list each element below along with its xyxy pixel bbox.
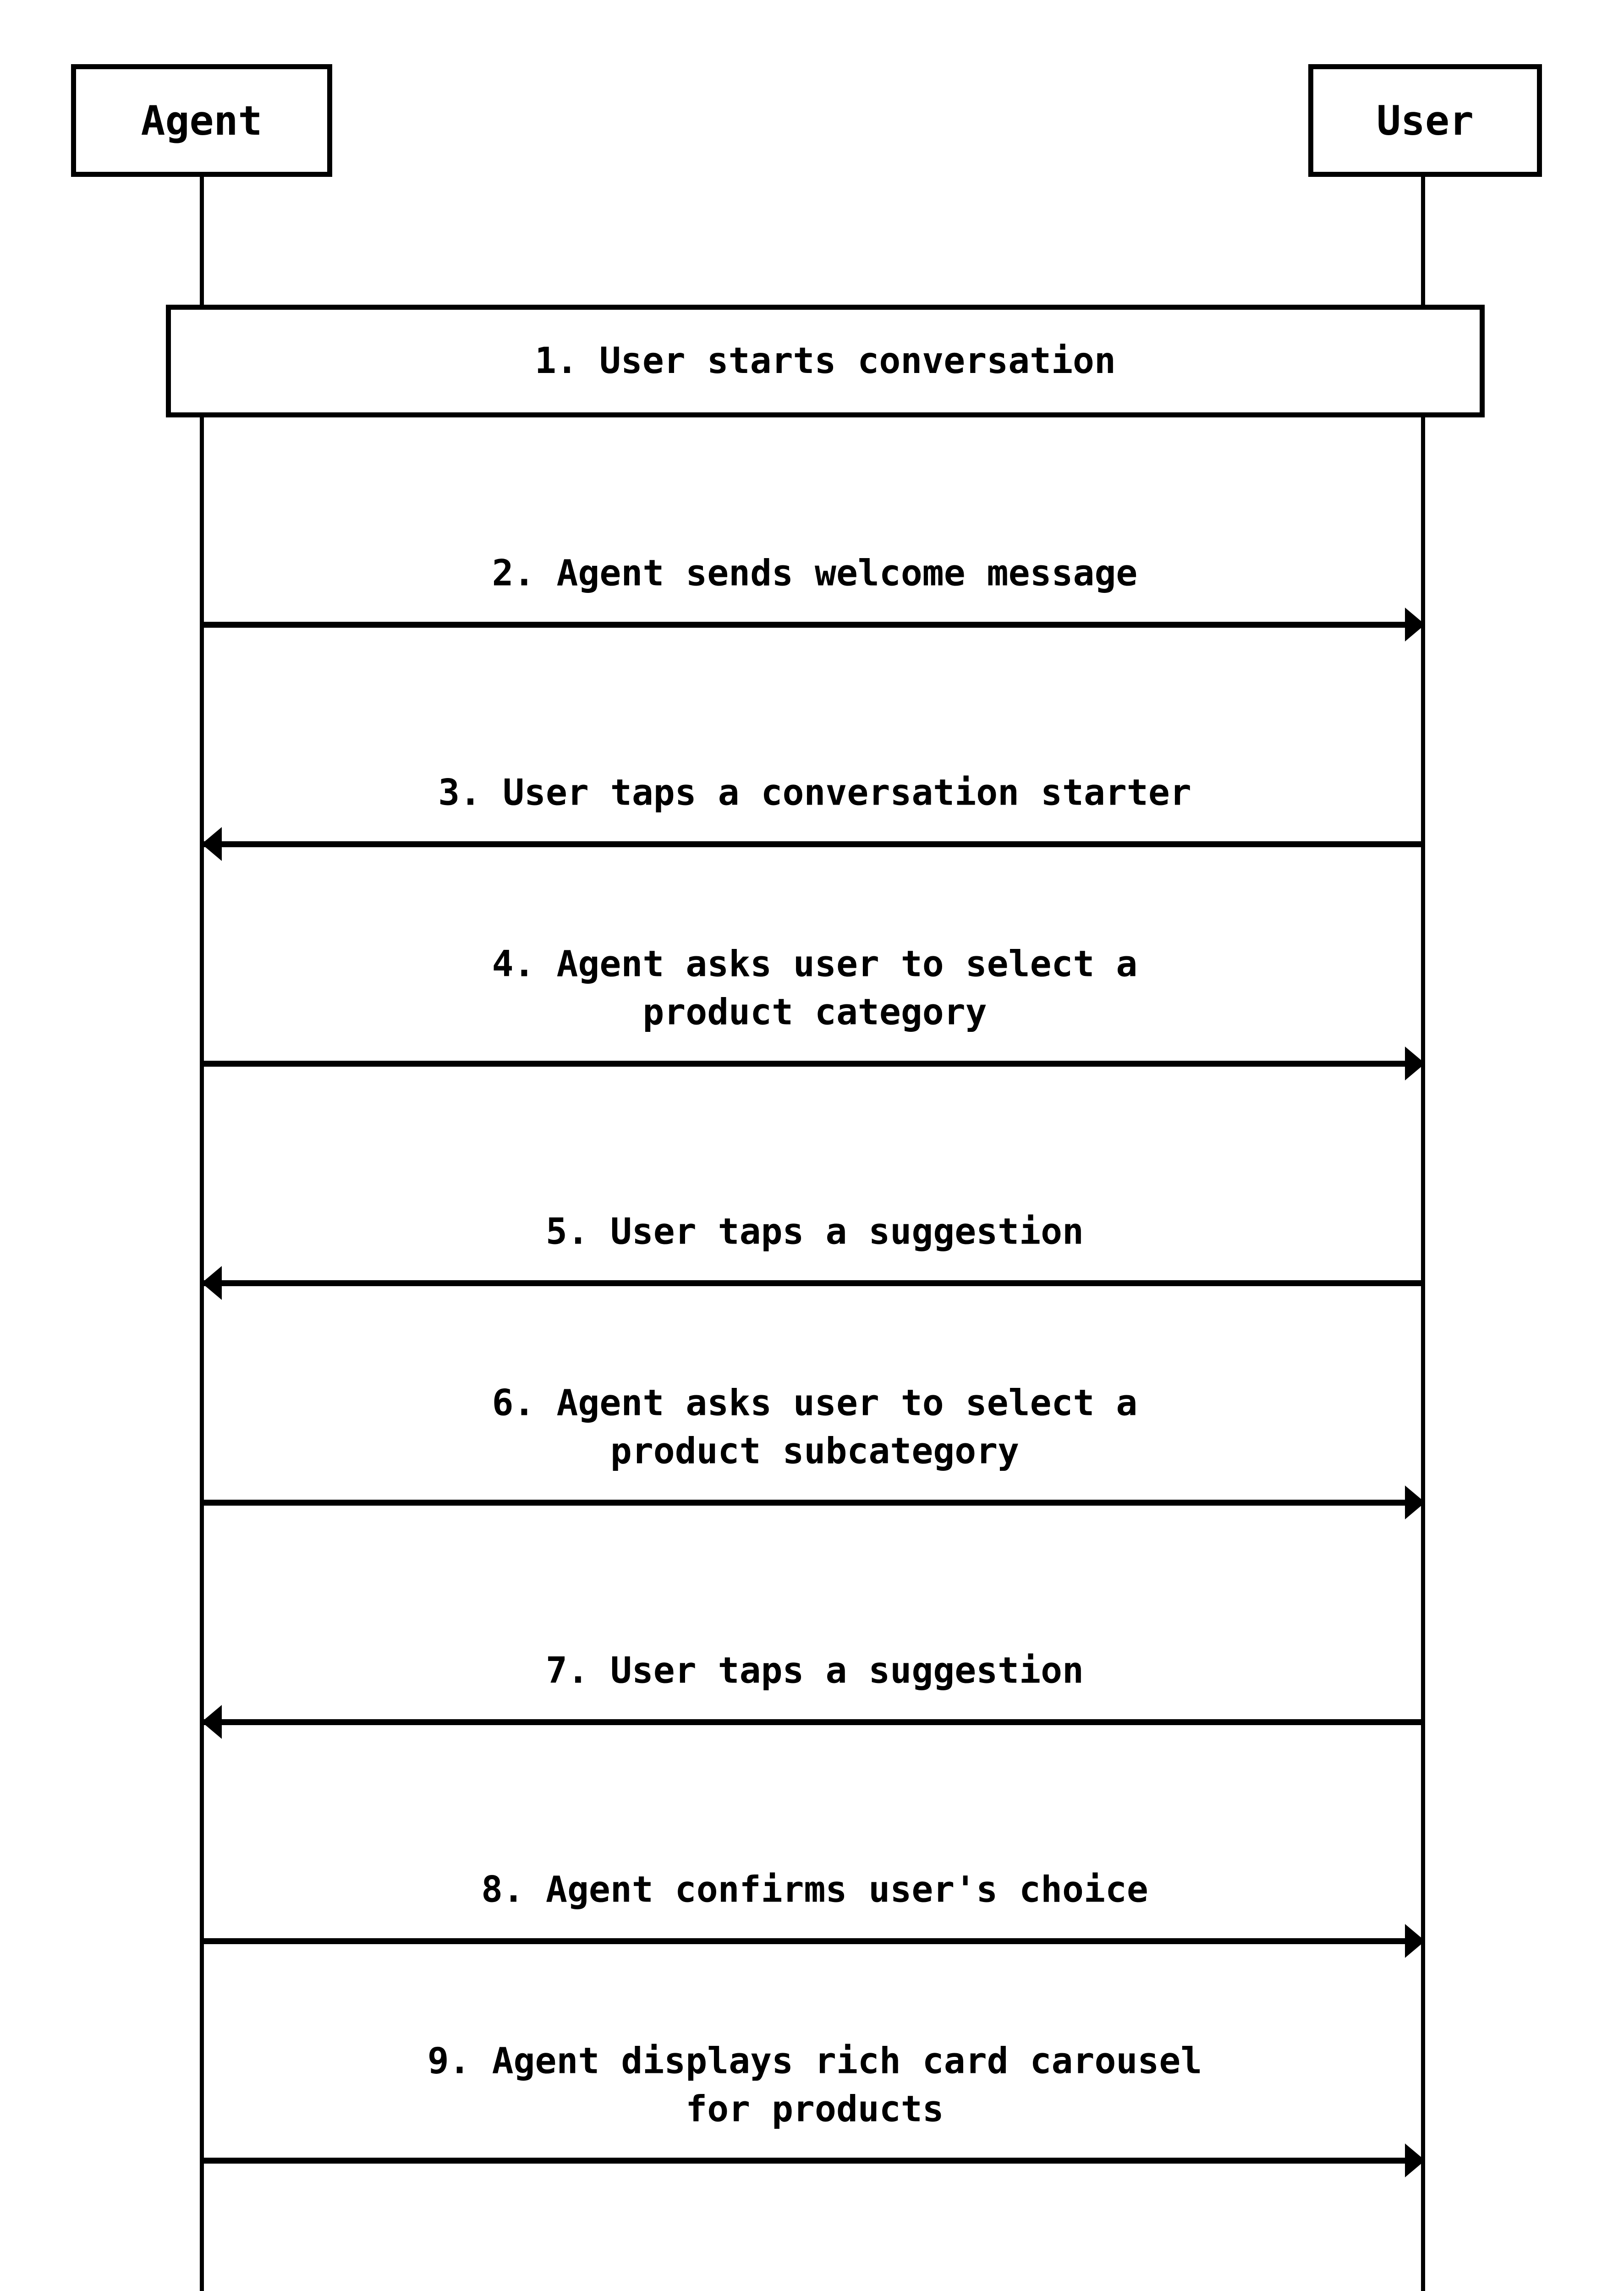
message-label: 7. User taps a suggestion [546,1650,1084,1692]
message-line [202,1719,1425,1725]
banner-label: 1. User starts conversation [535,340,1116,382]
message-arrowhead-right [1405,1485,1425,1519]
message-arrowhead-left [202,1705,222,1739]
message-line [202,1500,1425,1506]
message-arrowhead-right [1405,2143,1425,2177]
message-line [202,1938,1425,1944]
message-arrowhead-right [1405,1924,1425,1958]
actor-label-user: User [1377,97,1474,144]
user-lifeline [1421,176,1425,2291]
conversation-start-banner: 1. User starts conversation [166,305,1485,417]
message-arrowhead-left [202,1266,222,1300]
message-line [202,841,1425,847]
message-label: 2. Agent sends welcome message [492,553,1138,594]
message-label: 3. User taps a conversation starter [438,772,1191,814]
message-label: 9. Agent displays rich card carousel for… [427,2040,1202,2130]
message-label: 5. User taps a suggestion [546,1211,1084,1253]
actor-label-agent: Agent [141,97,263,144]
message-label: 8. Agent confirms user's choice [481,1869,1148,1911]
message-line [202,622,1425,628]
message-label: 6. Agent asks user to select a product s… [492,1382,1138,1472]
message-arrowhead-right [1405,1047,1425,1080]
message-line [202,1280,1425,1286]
message-arrowhead-right [1405,608,1425,641]
message-arrowhead-left [202,827,222,861]
actor-box-user-top: User [1308,64,1542,177]
message-line [202,1061,1425,1067]
actor-box-agent-top: Agent [71,64,332,177]
message-line [202,2158,1425,2164]
agent-lifeline [200,176,204,2291]
message-label: 4. Agent asks user to select a product c… [492,943,1138,1033]
